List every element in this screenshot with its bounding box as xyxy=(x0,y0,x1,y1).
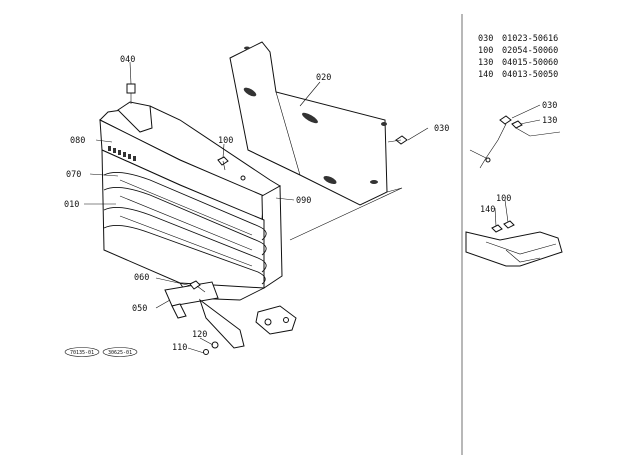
callout-060: 060 xyxy=(134,273,149,283)
parts-table: 030 01023-50616 100 02054-50060 130 0401… xyxy=(478,34,558,80)
table-ref-2: 100 xyxy=(478,46,493,56)
callout-090: 090 xyxy=(296,196,311,206)
callout-040: 040 xyxy=(120,55,135,65)
part-050-bracket xyxy=(164,281,245,349)
table-part-3: 04015-50060 xyxy=(502,58,558,68)
table-part-1: 01023-50616 xyxy=(502,34,558,44)
table-part-2: 02054-50060 xyxy=(502,46,558,56)
leader-lines xyxy=(84,61,429,354)
part-020-cover-panel xyxy=(229,41,388,206)
callout-010: 010 xyxy=(64,200,79,210)
stamp-left: 70135-01 xyxy=(64,347,100,357)
callout-020: 020 xyxy=(316,73,331,83)
callout-070: 070 xyxy=(66,170,81,180)
callout-080: 080 xyxy=(70,136,85,146)
callout-100: 100 xyxy=(218,136,233,146)
callout-050: 050 xyxy=(132,304,147,314)
callout-140: 140 xyxy=(480,205,495,215)
part-100-bolt xyxy=(217,156,246,181)
stamp-right-text: 30625-01 xyxy=(108,350,132,356)
part-120-washer xyxy=(203,341,219,355)
part-lower-clip xyxy=(255,305,297,335)
stamp-left-text: 70135-01 xyxy=(70,350,94,356)
callout-100-detail: 100 xyxy=(496,194,511,204)
table-part-4: 04013-50050 xyxy=(502,70,558,80)
part-010-front-grille xyxy=(99,83,283,301)
callout-130: 130 xyxy=(542,116,557,126)
callout-030: 030 xyxy=(434,124,449,134)
detail-view xyxy=(465,115,563,267)
stamp-right: 30625-01 xyxy=(102,347,138,357)
table-ref-1: 030 xyxy=(478,34,493,44)
part-030-bolt xyxy=(387,135,408,145)
callout-120: 120 xyxy=(192,330,207,340)
table-ref-3: 130 xyxy=(478,58,493,68)
part-060-bolt xyxy=(189,280,206,293)
table-ref-4: 140 xyxy=(478,70,493,80)
callout-110: 110 xyxy=(172,343,187,353)
callout-030-detail: 030 xyxy=(542,101,557,111)
